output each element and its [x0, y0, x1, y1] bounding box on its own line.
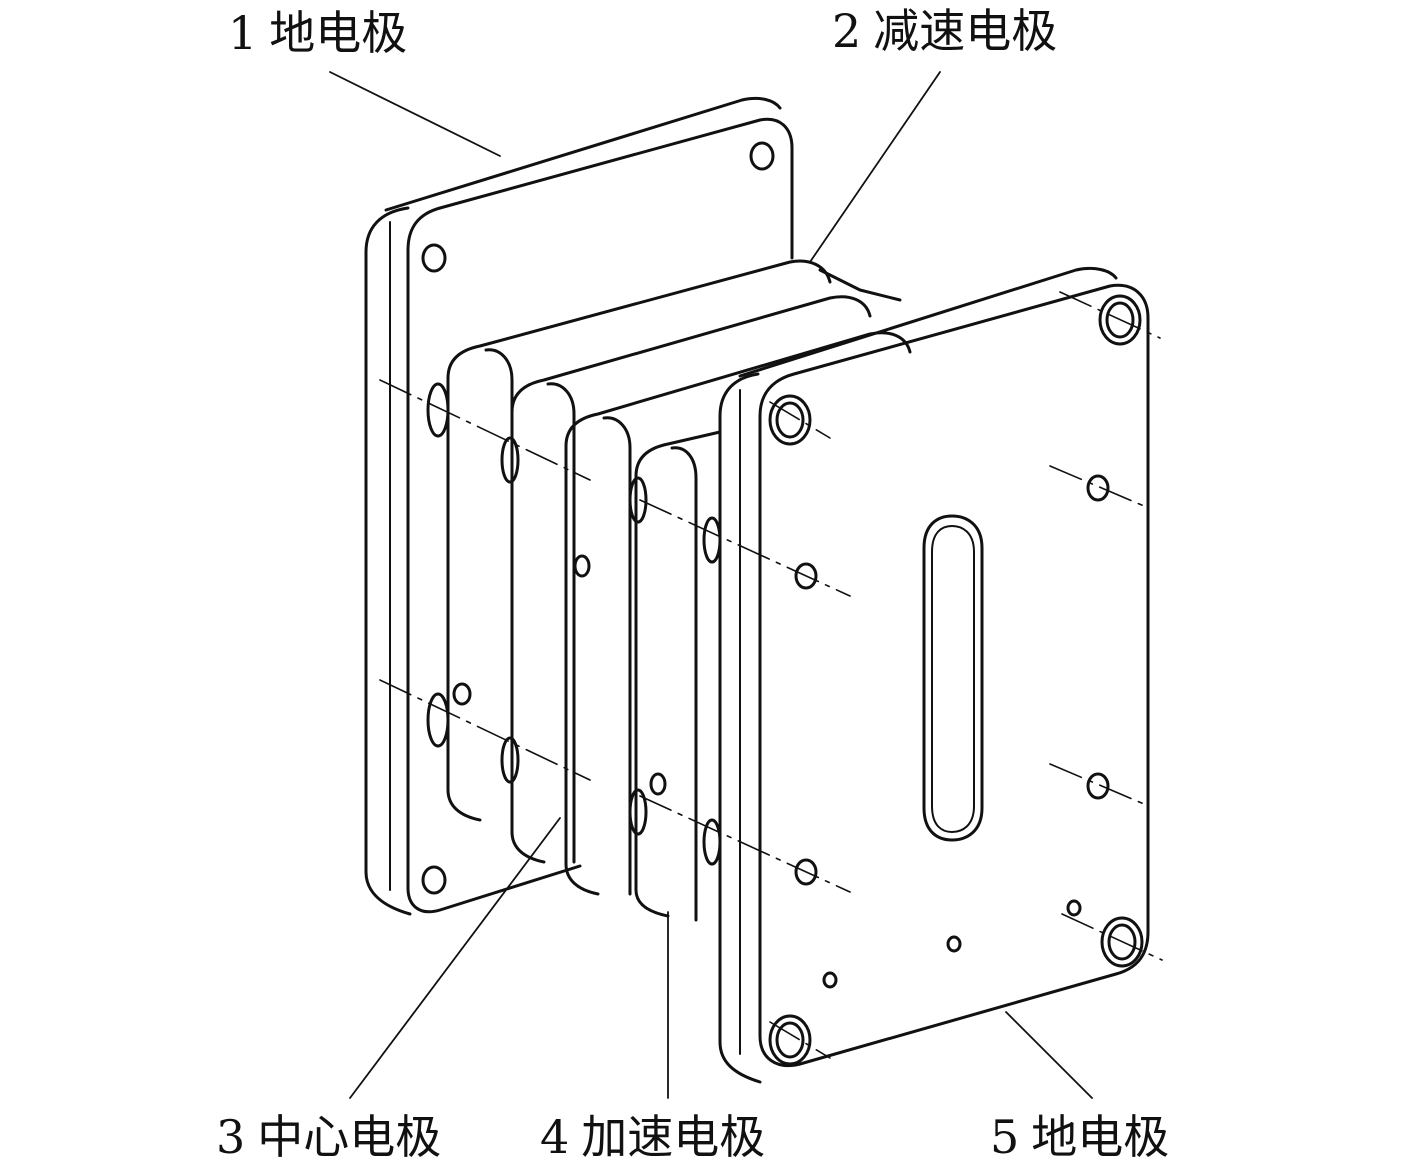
label-3-text: 中心电极: [257, 1110, 442, 1164]
leader-line-2: [809, 71, 941, 263]
label-5-number: 5: [990, 1110, 1020, 1164]
leader-line-3: [349, 817, 561, 1099]
label-4-text: 加速电极: [581, 1110, 766, 1164]
plate-5-ground-electrode: [718, 266, 1150, 1084]
centerlines: [379, 291, 1163, 1059]
plate-2-deceleration-electrode: [426, 259, 902, 832]
label-3-number: 3: [216, 1110, 246, 1164]
leader-line-5: [1005, 1011, 1093, 1099]
plate-3-center-electrode: [500, 295, 872, 864]
label-5-text: 地电极: [1031, 1110, 1170, 1164]
label-2-number: 2: [832, 4, 862, 58]
label-4-number: 4: [540, 1110, 570, 1164]
label-1-number: 1: [228, 6, 258, 60]
leader-lines: [329, 71, 1093, 1099]
leader-line-1: [329, 71, 501, 157]
label-1-text: 地电极: [269, 6, 408, 60]
plate-1-ground-electrode: [364, 96, 794, 916]
plate-4-acceleration-electrode: [564, 331, 912, 922]
label-2-text: 减速电极: [873, 4, 1058, 58]
